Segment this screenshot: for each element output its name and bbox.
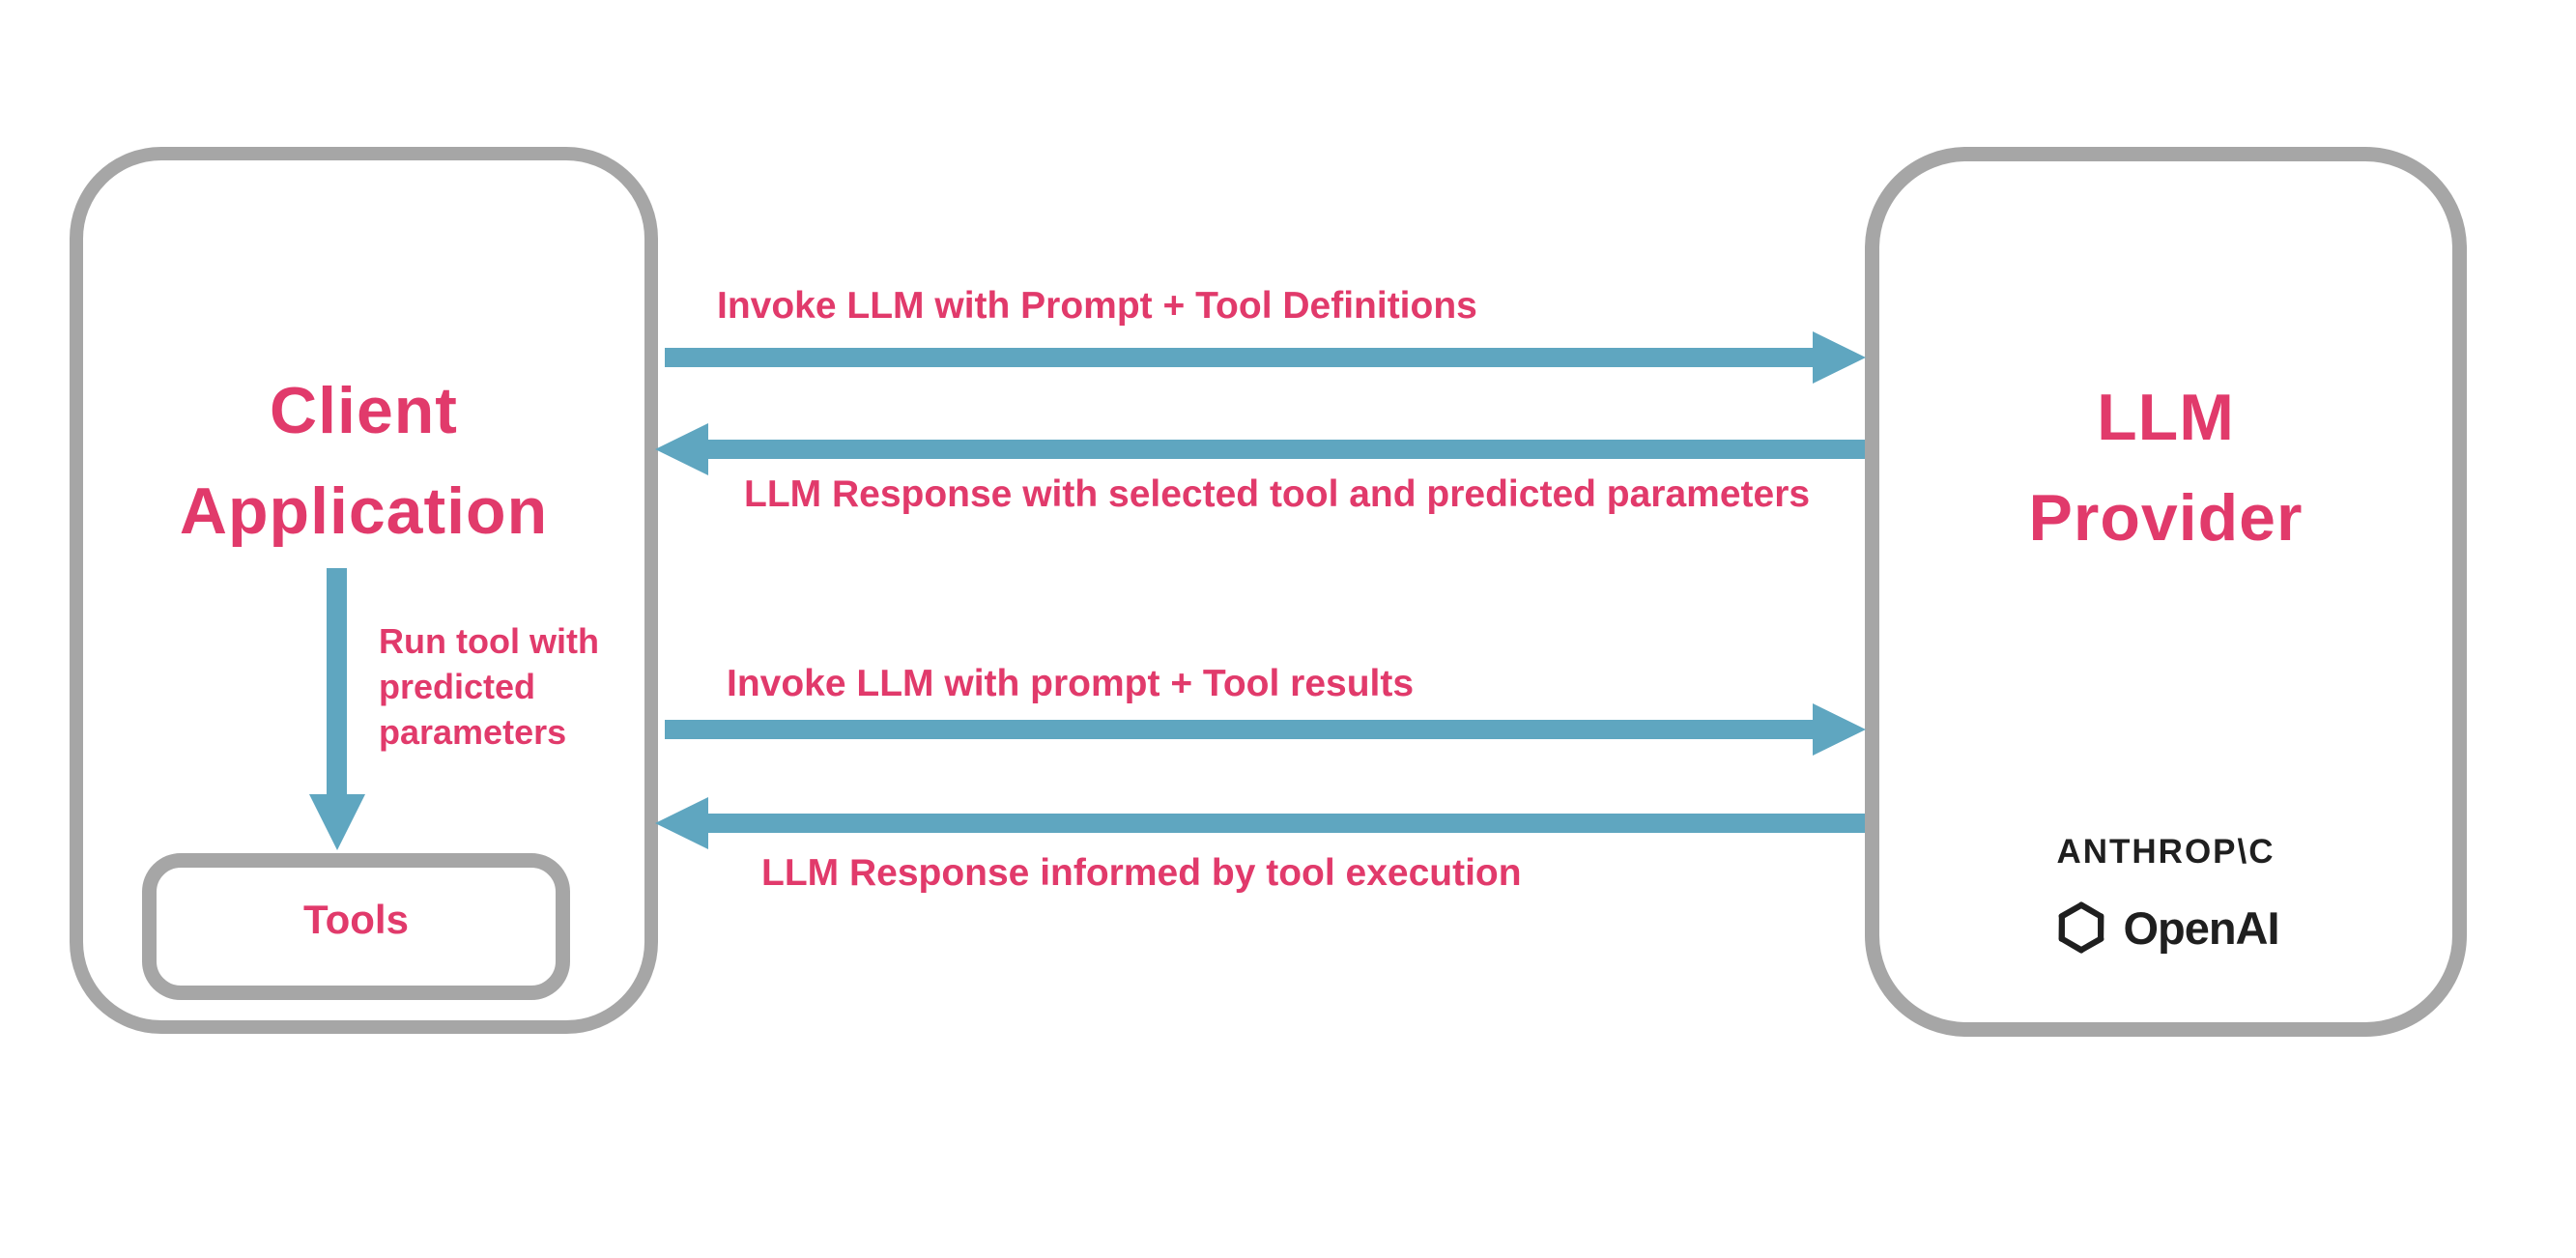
- run-tool-line1: Run tool with: [379, 621, 599, 661]
- anthropic-logo: ANTHROP\C: [2056, 833, 2275, 871]
- run-tool-arrow-shaft: [327, 568, 347, 796]
- message-label-response-informed: LLM Response informed by tool execution: [761, 852, 1522, 894]
- llm-title-line1: LLM: [2097, 381, 2235, 454]
- message-label-invoke-results: Invoke LLM with prompt + Tool results: [727, 663, 1415, 704]
- openai-wordmark: OpenAI: [2123, 901, 2279, 954]
- tools-label: Tools: [303, 897, 409, 942]
- client-title-line1: Client: [270, 374, 458, 447]
- llm-title-line2: Provider: [2028, 481, 2304, 555]
- run-tool-line2: predicted: [379, 667, 536, 706]
- flow-arrow-4-shaft: [705, 814, 1865, 833]
- flow-arrow-3-shaft: [665, 720, 1815, 739]
- arrow-right-icon: [1813, 703, 1866, 756]
- message-label-response-selected-tool: LLM Response with selected tool and pred…: [744, 473, 1811, 515]
- llm-provider-box: [1865, 147, 2467, 1037]
- flow-arrow-2-shaft: [705, 440, 1865, 459]
- client-application-title: Client Application: [70, 360, 658, 561]
- tools-box: Tools: [142, 853, 570, 1000]
- message-label-invoke-definitions: Invoke LLM with Prompt + Tool Definition…: [717, 285, 1477, 327]
- client-title-line2: Application: [179, 474, 549, 548]
- openai-logo-icon: [2059, 901, 2104, 954]
- openai-logo: OpenAI: [1865, 899, 2467, 957]
- run-tool-line3: parameters: [379, 712, 567, 752]
- arrow-right-icon: [1813, 331, 1866, 384]
- flow-arrow-1-shaft: [665, 348, 1815, 367]
- arrow-left-icon: [655, 423, 708, 475]
- run-tool-annotation: Run tool with predicted parameters: [379, 618, 599, 755]
- arrow-down-icon: [309, 794, 365, 850]
- arrow-left-icon: [655, 797, 708, 849]
- llm-provider-title: LLM Provider: [1865, 367, 2467, 568]
